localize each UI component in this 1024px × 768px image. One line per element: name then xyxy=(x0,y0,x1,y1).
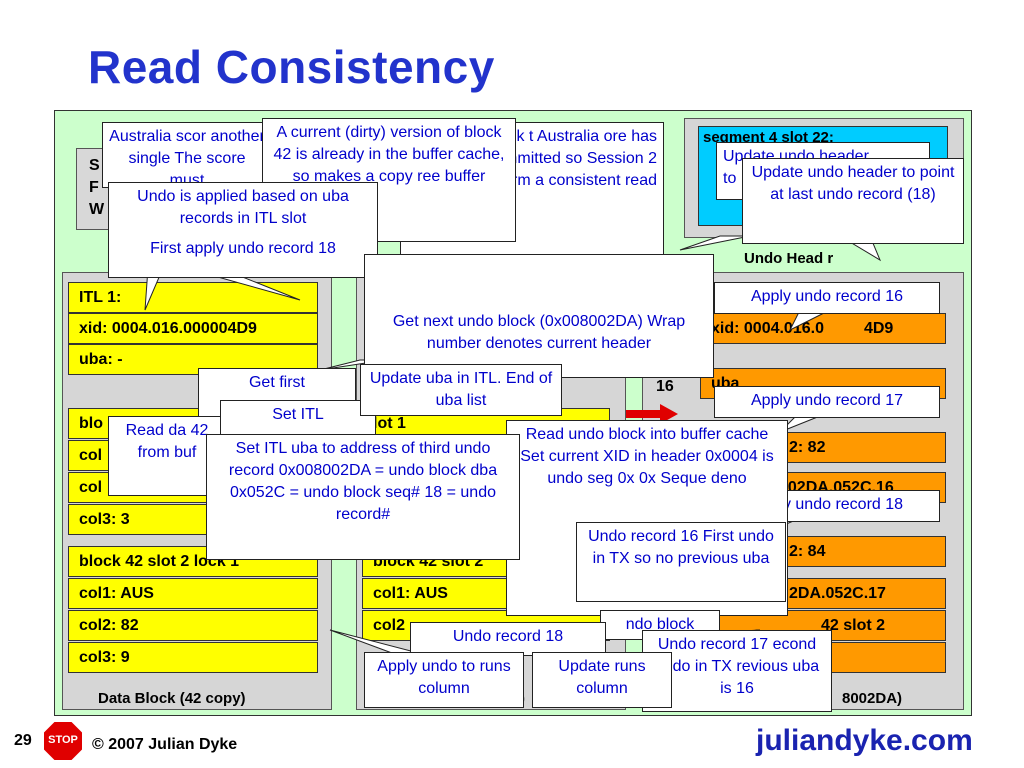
page-title: Read Consistency xyxy=(88,41,495,93)
update-runs-callout: Update runs column xyxy=(532,652,672,708)
next-undo-callout: Get next undo block (0x008002DA) Wrap nu… xyxy=(364,254,714,378)
undo-applied-text: Undo is applied based on uba records in … xyxy=(137,188,349,227)
update-header-callout: Update undo header to point at last undo… xyxy=(742,158,964,244)
undo-xid-text: xid: 0004.016.0 xyxy=(711,320,824,337)
undo-xid-row: xid: 0004.016.0 4D9 xyxy=(700,313,946,344)
undo-record-16-callout: Undo record 16 First undo in TX so no pr… xyxy=(576,522,786,602)
undo-applied-callout: Undo is applied based on uba records in … xyxy=(108,182,378,278)
undo-header-caption: Undo Head r xyxy=(744,250,834,267)
australia-callout: Australia scor another single The score … xyxy=(102,122,272,188)
undo-rec17-col2-text: 2: 84 xyxy=(789,543,826,560)
first-apply-text: First apply undo record 18 xyxy=(150,240,336,257)
session-line-1: S xyxy=(89,157,100,174)
session-line-3: W xyxy=(89,201,105,218)
xid-row: xid: 0004.016.000004D9 xyxy=(68,313,318,344)
undo-record-17-callout: Undo record 17 econd undo in TX revious … xyxy=(642,630,832,712)
segment-title: segment 4 slot 22: xyxy=(703,129,834,146)
data-block-copy-caption: Data Block (42 copy) xyxy=(98,690,246,707)
slot2-col3-row: col3: 9 xyxy=(68,642,318,673)
undo-row-number: 16 xyxy=(656,378,674,395)
apply-undo-17-callout: Apply undo record 17 xyxy=(714,386,940,418)
apply-runs-callout: Apply undo to runs column xyxy=(364,652,524,708)
undo-rec18-uba-text: 2DA.052C.17 xyxy=(789,585,886,602)
undo-rec16-col2-text: 2: 82 xyxy=(789,439,826,456)
itl-row: ITL 1: xyxy=(68,282,318,313)
stop-sign-label: STOP xyxy=(48,734,78,746)
undo-xid-tail: 4D9 xyxy=(863,320,894,337)
stop-sign-icon xyxy=(42,720,84,762)
page-number: 29 xyxy=(14,732,32,749)
copyright: © 2007 Julian Dyke xyxy=(92,736,238,753)
update-uba-callout: Update uba in ITL. End of uba list xyxy=(360,364,562,416)
undo-rec18-slot-text: 42 slot 2 xyxy=(821,617,886,634)
slot2-col1-row: col1: AUS xyxy=(68,578,318,609)
arrow-right-icon xyxy=(626,404,678,424)
undo-block-caption: 8002DA) xyxy=(842,690,903,707)
set-itl-uba-callout: Set ITL uba to address of third undo rec… xyxy=(206,434,520,560)
slot2-col2-row: col2: 82 xyxy=(68,610,318,641)
apply-undo-16-callout: Apply undo record 16 xyxy=(714,282,940,314)
session-line-2: F xyxy=(89,179,99,196)
undo-record-18-callout: Undo record 18 xyxy=(410,622,606,656)
site-link[interactable]: juliandyke.com xyxy=(756,724,973,757)
update-header-back-frag: to xyxy=(723,170,737,187)
